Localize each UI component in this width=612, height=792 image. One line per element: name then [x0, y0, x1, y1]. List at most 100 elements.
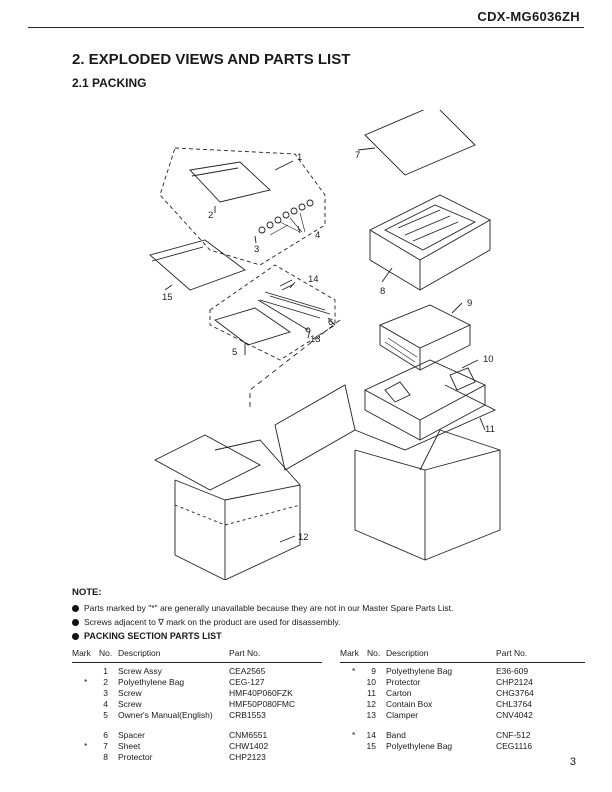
- section-title: 2. EXPLODED VIEWS AND PARTS LIST: [72, 51, 351, 68]
- note-text: Screws adjacent to ∇ mark on the product…: [84, 617, 341, 627]
- no-cell: 10: [366, 677, 376, 687]
- no-cell: 4: [103, 699, 108, 709]
- description-cell: Polyethylene Bag: [118, 677, 185, 687]
- description-cell: Owner's Manual(English): [118, 710, 213, 720]
- note-text: Parts marked by "*" are generally unavai…: [84, 603, 454, 613]
- description-cell: Sheet: [118, 741, 141, 751]
- callout-7: 7: [355, 150, 360, 161]
- part-no-cell: CHP2123: [229, 752, 266, 762]
- callout-8: 8: [380, 286, 385, 297]
- description-cell: Clamper: [386, 710, 419, 720]
- table-header: Mark No. Description Part No.: [340, 648, 585, 662]
- callout-6: 6: [328, 317, 333, 328]
- callout-15: 15: [162, 292, 173, 303]
- callout-3: 3: [254, 244, 259, 255]
- parts-list-title: PACKING SECTION PARTS LIST: [72, 631, 222, 641]
- bullet-icon: [72, 604, 79, 612]
- col-description: Description: [386, 648, 429, 658]
- exploded-view-diagram: 1 2 3 4 5 6 7 8 9 10 11 12 13 14 15: [149, 110, 501, 580]
- part-no-cell: CHP2124: [496, 677, 533, 687]
- table-row: * 2 Polyethylene Bag CEG-127: [72, 677, 322, 688]
- col-mark: Mark: [72, 648, 91, 658]
- no-cell: 15: [366, 741, 376, 751]
- description-cell: Contain Box: [386, 699, 433, 709]
- table-row: 8 Protector CHP2123: [72, 752, 322, 763]
- no-cell: 7: [103, 741, 108, 751]
- callout-10: 10: [483, 354, 494, 365]
- description-cell: Band: [386, 730, 406, 740]
- protector-8: [369, 194, 491, 291]
- description-cell: Spacer: [118, 730, 145, 740]
- bullet-icon: [72, 619, 79, 626]
- callout-4: 4: [315, 230, 320, 241]
- col-no: No.: [367, 648, 381, 658]
- callout-13: 13: [310, 334, 321, 345]
- part-no-cell: CHG3764: [496, 688, 534, 698]
- callout-9: 9: [467, 298, 472, 309]
- screw-assy-group-outline: [159, 147, 326, 266]
- description-cell: Screw: [118, 688, 142, 698]
- callout-12: 12: [298, 532, 309, 543]
- note-bullet-screws: Screws adjacent to ∇ mark on the product…: [72, 617, 340, 628]
- no-cell: 3: [103, 688, 108, 698]
- parts-list-title-text: PACKING SECTION PARTS LIST: [84, 631, 222, 641]
- description-cell: Polyethylene Bag: [386, 666, 453, 676]
- polyethylene-bag-2: [189, 161, 271, 203]
- sheet-7: [364, 110, 476, 176]
- polyethylene-bag-15: [149, 239, 246, 291]
- header-rule: [28, 27, 584, 28]
- no-cell: 13: [366, 710, 376, 720]
- clamper-13: [257, 299, 309, 331]
- no-cell: 1: [103, 666, 108, 676]
- part-no-cell: CNF-512: [496, 730, 531, 740]
- col-description: Description: [118, 648, 161, 658]
- part-no-cell: HMF40P060FZK: [229, 688, 293, 698]
- part-no-cell: CNV4042: [496, 710, 533, 720]
- no-cell: 12: [366, 699, 376, 709]
- band-14: [279, 279, 295, 291]
- callout-14: 14: [308, 274, 319, 285]
- mark-cell: *: [352, 730, 356, 740]
- callout-1: 1: [297, 152, 302, 163]
- description-cell: Polyethylene Bag: [386, 741, 453, 751]
- callout-2: 2: [208, 210, 213, 221]
- description-cell: Screw: [118, 699, 142, 709]
- description-cell: Protector: [118, 752, 153, 762]
- screws-3-4: [258, 199, 314, 234]
- table-row: 3 Screw HMF40P060FZK: [72, 688, 322, 699]
- no-cell: 14: [366, 730, 376, 740]
- part-no-cell: CHL3764: [496, 699, 532, 709]
- mark-cell: *: [84, 677, 88, 687]
- table-rule: [340, 662, 585, 663]
- contain-box-12: [154, 434, 301, 580]
- bullet-icon: [72, 632, 79, 640]
- col-mark: Mark: [340, 648, 359, 658]
- col-part-no: Part No.: [229, 648, 261, 658]
- description-cell: Carton: [386, 688, 412, 698]
- model-number: CDX-MG6036ZH: [477, 9, 580, 24]
- no-cell: 8: [103, 752, 108, 762]
- part-no-cell: HMF50P080FMC: [229, 699, 296, 709]
- col-no: No.: [99, 648, 113, 658]
- protector-10: [363, 359, 487, 441]
- note-heading: NOTE:: [72, 587, 102, 598]
- table-row: 4 Screw HMF50P080FMC: [72, 699, 322, 710]
- no-cell: 2: [103, 677, 108, 687]
- description-cell: Screw Assy: [118, 666, 162, 676]
- part-no-cell: CEG-127: [229, 677, 265, 687]
- page-number: 3: [569, 756, 576, 768]
- manual-group-outline: [209, 264, 336, 361]
- part-no-cell: CNM6551: [229, 730, 268, 740]
- no-cell: 6: [103, 730, 108, 740]
- col-part-no: Part No.: [496, 648, 528, 658]
- parts-table-left: Mark No. Description Part No. 1 Screw Ass…: [72, 648, 322, 763]
